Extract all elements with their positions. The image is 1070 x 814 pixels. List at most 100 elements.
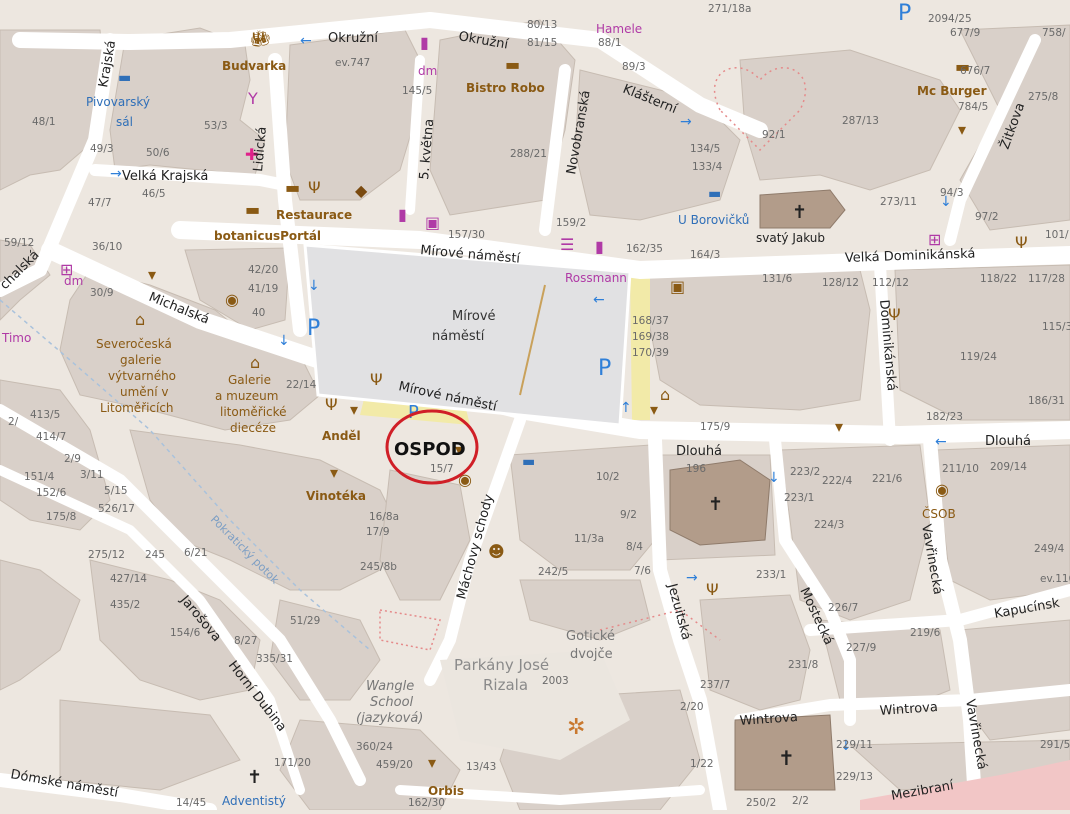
tv-icon: ▣ bbox=[425, 213, 440, 232]
church-svaty-jakub bbox=[759, 189, 846, 229]
house-number: 119/24 bbox=[960, 351, 997, 363]
house-number: 152/6 bbox=[36, 487, 67, 499]
poi-galerie-line1: Galerie bbox=[228, 373, 271, 387]
poi-rossmann: Rossmann bbox=[565, 271, 627, 285]
arrow-icon: ↓ bbox=[768, 470, 780, 486]
cosmetics-icon: ⊞ bbox=[928, 230, 941, 249]
house-number: 182/23 bbox=[926, 411, 963, 423]
house-number: 211/10 bbox=[942, 463, 979, 475]
house-number: 16/8a bbox=[369, 511, 399, 523]
house-number: 151/4 bbox=[24, 471, 55, 483]
house-number: 7/6 bbox=[634, 565, 651, 577]
house-number: 118/22 bbox=[980, 273, 1017, 285]
house-number: 162/30 bbox=[408, 797, 445, 809]
church-cross-icon: ✝ bbox=[708, 494, 723, 515]
house-number: 227/9 bbox=[846, 642, 876, 654]
parking-icon: P bbox=[307, 316, 320, 341]
house-number: 2/9 bbox=[64, 453, 81, 465]
house-number: 245 bbox=[145, 549, 165, 561]
coffee-icon: ▾ bbox=[455, 440, 463, 459]
book-icon: ◆ bbox=[355, 181, 368, 200]
house-number: 48/1 bbox=[32, 116, 56, 128]
street-velka-dominikanska: Velká Dominikánská bbox=[845, 246, 976, 266]
house-number: 335/31 bbox=[256, 653, 293, 665]
house-number: 88/1 bbox=[598, 37, 622, 49]
house-number: 47/7 bbox=[88, 197, 112, 209]
church-crosses: ✝ ✝ ✝ ✝ bbox=[247, 202, 807, 788]
house-number: 8/4 bbox=[626, 541, 643, 553]
oneway-arrows: → ← → ↓ ↓ ↑ ← ↓ → ↓ ← ↓ bbox=[110, 33, 952, 754]
house-number: 224/3 bbox=[814, 519, 844, 531]
poi-wangle-line2: School bbox=[370, 695, 414, 710]
house-number: 242/5 bbox=[538, 566, 568, 578]
place-label-line2: Rizala bbox=[483, 676, 528, 694]
house-number: 196 bbox=[686, 463, 706, 475]
hotel-icons: ▬ ▬ ▬ bbox=[118, 70, 721, 470]
coffee-icon: ▾ bbox=[330, 463, 338, 482]
poi-mc-burger: Mc Burger bbox=[917, 84, 987, 98]
beer-icon: Ψ bbox=[308, 178, 321, 197]
house-number: 10/2 bbox=[596, 471, 620, 483]
house-number: 360/24 bbox=[356, 741, 393, 753]
poi-pivovarsky-line1: Pivovarský bbox=[86, 95, 150, 109]
annotation-ospod: OSPOD bbox=[394, 439, 466, 460]
museum-icon: ⌂ bbox=[660, 385, 670, 404]
house-number: 223/1 bbox=[784, 492, 814, 504]
house-number: 784/5 bbox=[958, 101, 988, 113]
cosmetics-icon: ☰ bbox=[560, 235, 574, 254]
poi-pivovarsky-line2: sál bbox=[116, 115, 133, 129]
poi-u-borovicku: U Borovičků bbox=[678, 213, 749, 227]
poi-icons: 🍻︎ Ψ Y ▮ ▬ ▬ ▾ ✚ ▬ Ψ ◆ ▮ ▣ ▬ ☰ ▮ ▣ ⊞ Ψ ⊞… bbox=[60, 29, 1028, 772]
house-number: 14/45 bbox=[176, 797, 206, 809]
square-label-line1: Mírové bbox=[452, 309, 496, 324]
house-number: 168/37 bbox=[632, 315, 669, 327]
house-number: 40 bbox=[252, 307, 265, 319]
beer-icon: 🍻︎ bbox=[250, 29, 270, 48]
beer-icon: Ψ bbox=[325, 395, 338, 414]
church-cross-icon: ✝ bbox=[792, 202, 807, 223]
house-number: 97/2 bbox=[975, 211, 999, 223]
house-number: 2094/25 bbox=[928, 13, 972, 25]
house-number: 170/39 bbox=[632, 347, 669, 359]
house-number: 677/9 bbox=[950, 27, 980, 39]
house-number: 49/3 bbox=[90, 143, 114, 155]
poi-restaurace: Restaurace bbox=[276, 208, 352, 222]
house-number: 273/11 bbox=[880, 196, 917, 208]
ornament-icon: ✲ bbox=[567, 715, 585, 740]
house-number: 233/1 bbox=[756, 569, 786, 581]
street-wintrova: Wintrova bbox=[879, 700, 938, 719]
street-wintrova: Wintrova bbox=[739, 710, 798, 729]
parking-icon: P bbox=[898, 1, 911, 26]
museum-icon: ⌂ bbox=[135, 310, 145, 329]
coffee-icon: ▾ bbox=[148, 265, 156, 284]
house-number: 3/11 bbox=[80, 469, 104, 481]
street-okruzni: Okružní bbox=[328, 31, 378, 46]
house-number: 15/7 bbox=[430, 463, 454, 475]
poi-hamele: Hamele bbox=[596, 22, 642, 36]
arrow-icon: ← bbox=[935, 434, 947, 450]
poi-goticke-line2: dvojče bbox=[570, 647, 613, 662]
house-number: 222/4 bbox=[822, 475, 853, 487]
coffee-icon: ▾ bbox=[958, 120, 966, 139]
poi-csob: ČSOB bbox=[922, 506, 956, 521]
mirove-namesti-square[interactable] bbox=[303, 243, 632, 427]
poi-orbis: Orbis bbox=[428, 784, 464, 798]
house-number: 2/20 bbox=[680, 701, 704, 713]
poi-galerie-line4: diecéze bbox=[230, 421, 276, 435]
beer-icon: Ψ bbox=[706, 580, 719, 599]
house-number: 413/5 bbox=[30, 409, 60, 421]
house-number: 1/22 bbox=[690, 758, 714, 770]
house-number: 11/3a bbox=[574, 533, 604, 545]
burger-icon: ▬ bbox=[955, 57, 970, 76]
poi-wangle-line3: (jazyková) bbox=[356, 711, 423, 726]
house-number: 30/9 bbox=[90, 287, 114, 299]
house-number: 219/6 bbox=[910, 627, 941, 639]
burger-icon: ▬ bbox=[285, 178, 300, 197]
parking-icon: P bbox=[598, 356, 611, 381]
arrow-icon: → bbox=[110, 166, 122, 182]
house-number: 117/28 bbox=[1028, 273, 1065, 285]
street-dlouha: Dlouhá bbox=[676, 444, 722, 459]
cosmetics-icon: ▮ bbox=[595, 237, 604, 256]
